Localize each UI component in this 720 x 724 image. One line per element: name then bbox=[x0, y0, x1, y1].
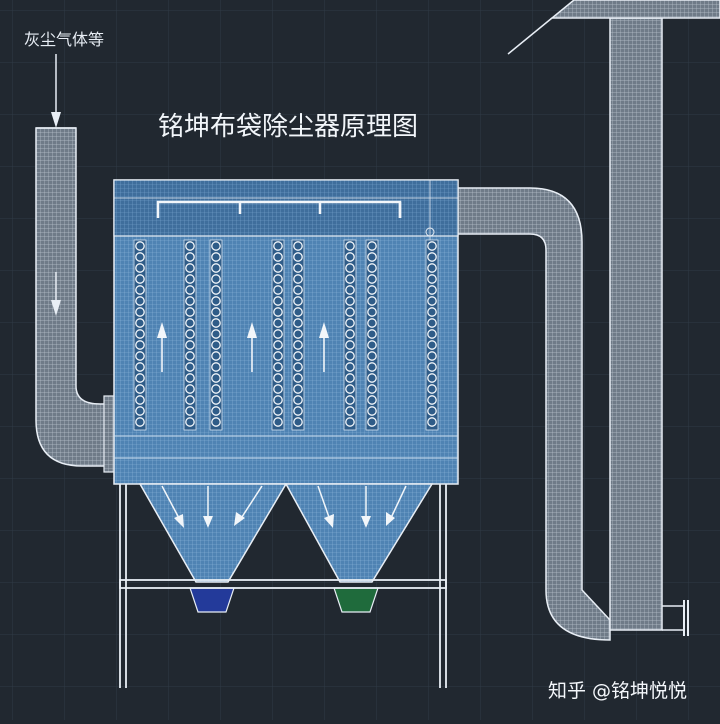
flow-arrow-icon bbox=[247, 322, 257, 372]
support-frame bbox=[119, 484, 447, 688]
filter-bag-icon bbox=[133, 239, 147, 431]
exhaust-stack bbox=[507, 0, 720, 636]
collector-housing bbox=[113, 179, 459, 485]
inlet-flow-arrows bbox=[51, 54, 61, 316]
watermark: 知乎 @铭坤悦悦 bbox=[548, 680, 688, 702]
pulse-blow-pipe bbox=[156, 200, 402, 218]
filter-bag-icon bbox=[209, 239, 223, 431]
hopper-left bbox=[138, 483, 288, 613]
filter-bag-icon bbox=[425, 239, 439, 431]
filter-bag-icon bbox=[271, 239, 285, 431]
diagram-title: 铭坤布袋除尘器原理图 bbox=[158, 112, 419, 142]
filter-bag-icon bbox=[365, 239, 379, 431]
hopper-flow-arrows bbox=[161, 485, 407, 528]
flow-arrow-icon bbox=[319, 322, 329, 372]
flow-arrow-icon bbox=[157, 322, 167, 372]
upflow-arrows bbox=[157, 322, 329, 372]
filter-bag-icon bbox=[343, 239, 357, 431]
outlet-duct bbox=[455, 187, 611, 641]
inlet-duct bbox=[35, 127, 119, 473]
filter-bag-icon bbox=[183, 239, 197, 431]
filter-bags bbox=[133, 239, 439, 431]
filter-bag-icon bbox=[291, 239, 305, 431]
inlet-label: 灰尘气体等 bbox=[24, 30, 105, 49]
